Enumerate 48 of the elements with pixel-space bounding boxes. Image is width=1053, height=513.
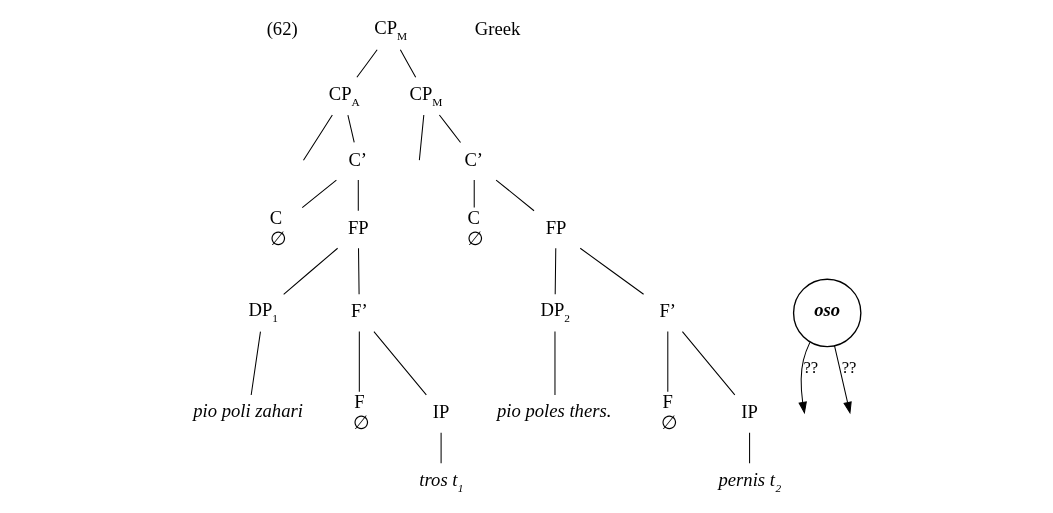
edge-label: ?? (841, 358, 857, 378)
connector (495, 179, 535, 212)
node-circle: oso (792, 278, 862, 348)
node-text: C’ (348, 148, 368, 170)
node-text: CP$_{M}$ (374, 17, 408, 43)
connector (250, 331, 261, 396)
connector (347, 114, 355, 143)
node-text: FP (545, 217, 567, 239)
connector (358, 247, 360, 295)
node-text: pernis t$_{2}$ (718, 468, 782, 494)
connector (749, 432, 751, 464)
arrow (834, 345, 852, 415)
edge-label: ?? (803, 358, 819, 378)
connector (579, 247, 645, 295)
node-text: pio poles thers. (497, 400, 612, 422)
connector (418, 114, 425, 161)
node-text: IP (432, 401, 450, 423)
node-text: F ∅ (661, 391, 679, 433)
connector (357, 179, 359, 212)
connector (356, 49, 378, 78)
node-text: F ∅ (352, 391, 370, 433)
connector (358, 331, 360, 393)
connector (554, 247, 557, 295)
connector (473, 179, 475, 208)
connector (399, 49, 417, 78)
node-text: C ∅ (269, 206, 287, 249)
connector (283, 247, 339, 295)
node-text: C’ (464, 148, 484, 170)
arrow (798, 341, 811, 415)
node-text: pio poli zahari (193, 400, 303, 422)
node-text: FP (347, 217, 369, 239)
node-text: DP$_{1}$ (248, 299, 279, 325)
node-text: IP (741, 401, 758, 423)
connector (681, 331, 736, 396)
node-text: tros t$_{1}$ (419, 468, 464, 494)
connector (667, 331, 669, 393)
label: (62) (266, 18, 298, 40)
connector (373, 331, 427, 396)
node-text: CP$_{M}$ (409, 82, 443, 108)
node-text: CP$_{A}$ (328, 82, 360, 108)
connector (438, 114, 462, 143)
connector (301, 179, 337, 209)
node-text: C ∅ (467, 206, 485, 249)
node-text: DP$_{2}$ (540, 299, 570, 325)
label: Greek (474, 18, 521, 40)
node-text: F’ (659, 300, 677, 322)
connector (302, 114, 333, 161)
node-text: F’ (351, 300, 368, 322)
